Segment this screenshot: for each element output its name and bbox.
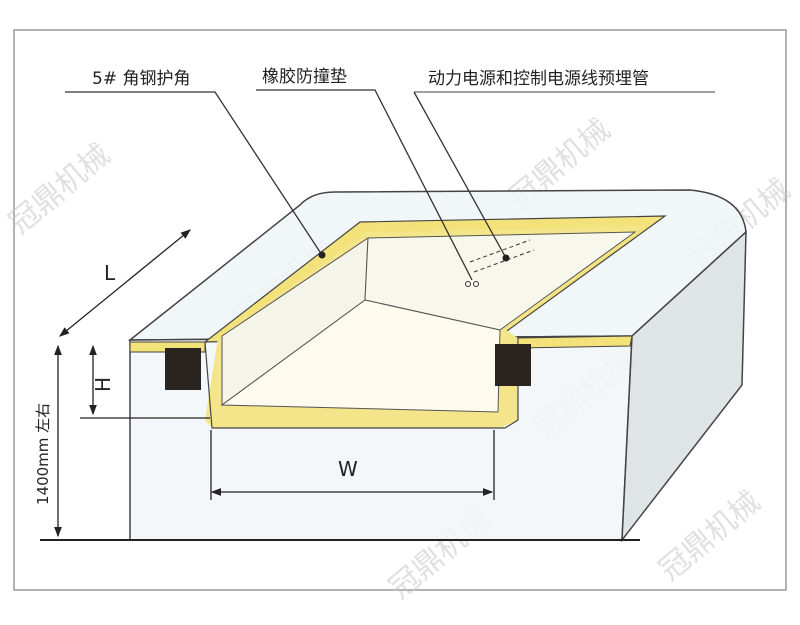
rubber-bumper-right (495, 344, 531, 386)
pit-floor (220, 299, 501, 413)
label-corner-guard: 5# 角钢护角 (92, 69, 190, 89)
label-bumper: 橡胶防撞垫 (262, 67, 347, 87)
rubber-bumper-left (165, 348, 201, 390)
leader-lines (65, 89, 715, 281)
conduit-pipe-icon (469, 239, 535, 273)
frame-border (13, 29, 787, 591)
dimension-depth-label: 1400mm 左右 (34, 403, 52, 505)
dimension-w-label: W (338, 457, 358, 481)
watermark: 冠鼎机械 (3, 137, 117, 241)
dimension-l-label: L (104, 261, 116, 285)
platform-side-face (621, 230, 747, 543)
dimension-h-label: H (91, 377, 115, 392)
edge-guard-right (517, 335, 633, 349)
watermark: 冠鼎机械 (653, 484, 767, 588)
dimension-l-arrow (58, 229, 192, 337)
label-conduit: 动力电源和控制电源线预埋管 (428, 69, 649, 89)
